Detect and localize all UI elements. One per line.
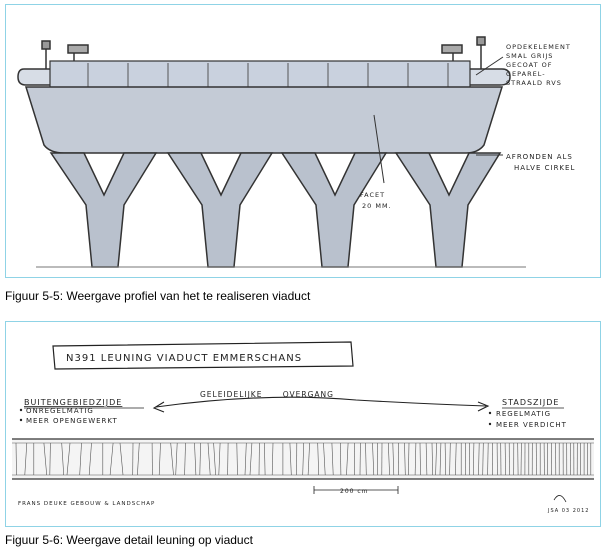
left-heading: BUITENGEBIEDZIJDE: [24, 398, 122, 407]
railing-baluster: [66, 442, 71, 476]
railing-baluster: [331, 442, 334, 476]
railing-baluster: [435, 442, 437, 476]
railing-detail-drawing: N391 LEUNING VIADUCT EMMERSCHANS BUITENG…: [12, 341, 594, 514]
signature-mark: [553, 495, 567, 503]
railing-baluster: [271, 442, 274, 476]
railing-baluster: [249, 442, 253, 476]
credit-text: FRANS DEUKE GEBOUW & LANDSCHAP: [18, 501, 155, 507]
railing-baluster: [388, 442, 390, 476]
railing-baluster: [455, 442, 457, 476]
figure-viaduct-profile: OPDEKELEMENT SMAL GRIJS GECOAT OF GEPARE…: [5, 4, 601, 278]
railing-baluster: [49, 442, 51, 476]
viaduct-profile-drawing: OPDEKELEMENT SMAL GRIJS GECOAT OF GEPARE…: [17, 36, 576, 268]
right-bullet: REGELMATIG: [496, 410, 551, 418]
right-heading: STADSZIJDE: [502, 398, 559, 407]
railing-baluster: [439, 442, 442, 476]
railing-baluster: [482, 442, 484, 476]
railing-baluster: [425, 442, 428, 476]
railing-baluster: [449, 442, 451, 476]
dimension-label: 200 cm: [340, 488, 369, 495]
railing-baluster: [419, 442, 421, 476]
figure-caption: Figuur 5-5: Weergave profiel van het te …: [5, 289, 311, 303]
railing-baluster: [473, 442, 475, 476]
railing-baluster: [323, 442, 326, 476]
figure-caption: Figuur 5-6: Weergave detail leuning op v…: [5, 533, 253, 547]
railing-baluster: [88, 442, 92, 476]
railing-baluster: [137, 442, 140, 476]
right-bullet: MEER VERDICHT: [496, 421, 567, 429]
pier-cap-beam: [24, 86, 504, 154]
railing-baluster: [119, 442, 124, 476]
title-box: [52, 341, 354, 370]
railing-baluster: [414, 442, 417, 476]
railing-baluster: [175, 442, 178, 476]
figure-railing-detail: N391 LEUNING VIADUCT EMMERSCHANS BUITENG…: [5, 321, 601, 527]
signature-text: JSA 03 2012: [547, 508, 589, 514]
annotation-line: SMAL GRIJS: [506, 52, 553, 60]
railing-baluster: [289, 442, 292, 476]
railing-baluster: [408, 442, 410, 476]
annotation-line: 20 MM.: [362, 202, 392, 210]
railing-baluster: [170, 442, 174, 476]
railing-baluster: [24, 442, 28, 476]
railing-baluster: [15, 442, 17, 476]
railing-baluster: [218, 442, 221, 476]
annotation-top-right: OPDEKELEMENT SMAL GRIJS GECOAT OF GEPARE…: [506, 43, 574, 87]
annotation-line: GECOAT OF: [506, 61, 553, 69]
railing-baluster: [504, 442, 506, 476]
annotation-line: GEPAREL-: [506, 70, 546, 78]
railing-baluster: [244, 442, 247, 476]
railing-baluster: [307, 442, 310, 476]
railing-baluster: [109, 442, 114, 476]
railing-baluster: [79, 442, 82, 476]
annotation-line: OPDEKELEMENT: [506, 43, 571, 51]
y-columns: [49, 152, 502, 268]
railing-baluster: [236, 442, 238, 476]
railing-baluster: [184, 442, 186, 476]
annotation-line: AFRONDEN ALS: [506, 153, 573, 161]
railing-baluster: [431, 442, 433, 476]
railing-baluster: [199, 442, 201, 476]
left-bullet: MEER OPENGEWERKT: [26, 417, 118, 425]
railing-baluster: [478, 442, 480, 476]
railing-baluster: [213, 442, 216, 476]
railing-baluster: [340, 442, 342, 476]
railing-left: [41, 40, 89, 73]
annotation-line: FACET: [360, 191, 385, 199]
railing-baluster: [194, 442, 197, 476]
annotation-line: STRAALD RVS: [506, 79, 562, 87]
left-bullet: ONREGELMATIG: [26, 407, 94, 415]
railing-baluster: [444, 442, 446, 476]
drawing-title: N391 LEUNING VIADUCT EMMERSCHANS: [66, 353, 302, 364]
annotation-line: HALVE CIRKEL: [514, 164, 575, 172]
railing-baluster: [302, 442, 304, 476]
railing-baluster: [487, 442, 489, 476]
railing-baluster: [61, 442, 64, 476]
railing-baluster: [404, 442, 406, 476]
annotation-facet: FACET 20 MM.: [360, 191, 392, 210]
transition-label: GELEIDELIJKE OVERGANG: [200, 390, 334, 399]
railing-baluster: [365, 442, 367, 476]
annotation-middle-right: AFRONDEN ALS HALVE CIRKEL: [506, 153, 576, 172]
railing-baluster: [207, 442, 211, 476]
railing-baluster: [372, 442, 375, 476]
railing-baluster: [346, 442, 349, 476]
railing-elevation: [12, 438, 594, 480]
transition-arrow: [155, 396, 487, 408]
railing-baluster: [317, 442, 319, 476]
railing-baluster: [392, 442, 395, 476]
railing-baluster: [227, 442, 229, 476]
railing-baluster: [158, 442, 161, 476]
railing-baluster: [43, 442, 47, 476]
railing-baluster: [264, 442, 266, 476]
